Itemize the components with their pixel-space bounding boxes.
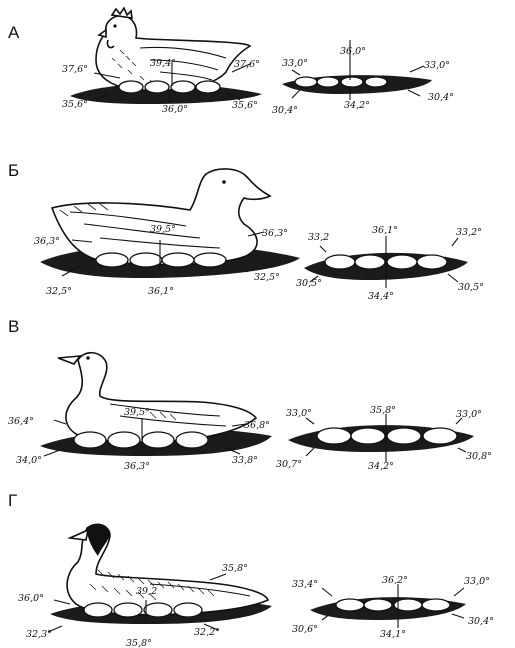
- temp-label: 30,8°: [466, 451, 492, 462]
- egg: [144, 603, 172, 617]
- temp-label: 32,3°: [26, 629, 52, 640]
- temp-label: 33,0°: [286, 408, 312, 419]
- temp-label: 36,1°: [372, 225, 398, 236]
- egg: [196, 81, 220, 93]
- temp-label: 33,2°: [456, 227, 482, 238]
- panel-letter-v: В: [8, 317, 19, 336]
- egg: [317, 428, 351, 444]
- egg: [364, 599, 392, 611]
- egg: [171, 81, 195, 93]
- temp-label: 35,8°: [126, 638, 152, 648]
- egg: [351, 428, 385, 444]
- temp-label: 30,4°: [272, 105, 298, 116]
- egg: [162, 253, 194, 267]
- temp-label: 34,1°: [380, 629, 406, 640]
- temp-label: 35,8°: [370, 405, 396, 416]
- temp-label: 36,4°: [8, 416, 34, 427]
- temp-label: 39,4°: [150, 58, 176, 69]
- egg: [174, 603, 202, 617]
- temp-label: 36,3°: [34, 236, 60, 247]
- panel-letter-g: Г: [8, 491, 17, 510]
- temp-label: 36,0°: [162, 104, 188, 115]
- temp-label: 33,0°: [282, 58, 308, 69]
- temp-label: 37,6°: [234, 59, 260, 70]
- temp-label: 30,5°: [458, 282, 484, 293]
- temp-label: 36,2°: [382, 575, 408, 586]
- temp-label: 32,5°: [254, 272, 280, 283]
- egg: [423, 428, 457, 444]
- panel-a: А 37,6° 39,4° 37,6° 35,6° 36,0° 35,6°: [8, 8, 454, 116]
- temp-label: 33,0°: [456, 409, 482, 420]
- egg: [108, 432, 140, 448]
- temp-label: 36,0°: [340, 46, 366, 57]
- egg: [130, 253, 162, 267]
- egg: [355, 255, 385, 269]
- temp-label: 36,0°: [18, 593, 44, 604]
- goose-illustration: [58, 353, 256, 442]
- egg: [341, 77, 363, 87]
- temp-label: 34,0°: [16, 455, 42, 466]
- panel-b: Б 36,3° 39,5° 36,3° 32,5° 36,1° 32,5°: [8, 161, 484, 302]
- panel-g: Г 36,0° 39,2 35,8° 32,3° 35,8° 32,2°: [8, 491, 494, 648]
- temp-label: 34,2°: [368, 461, 394, 472]
- egg: [417, 255, 447, 269]
- egg: [336, 599, 364, 611]
- panel-letter-b: Б: [8, 161, 19, 180]
- egg: [176, 432, 208, 448]
- temp-label: 30,4°: [468, 616, 494, 627]
- egg: [84, 603, 112, 617]
- egg: [295, 77, 317, 87]
- temp-label: 32,2°: [194, 627, 220, 638]
- temp-label: 36,1°: [148, 286, 174, 297]
- temp-label: 33,2: [308, 232, 329, 243]
- egg: [114, 603, 142, 617]
- egg: [96, 253, 128, 267]
- temp-label: 30,7°: [276, 459, 302, 470]
- panel-v: В 36,4° 39,5° 36,8° 34,0° 36,3° 33,8°: [8, 317, 492, 472]
- egg: [119, 81, 143, 93]
- temp-label: 35,6°: [62, 99, 88, 110]
- temp-label: 37,6°: [62, 64, 88, 75]
- temp-label: 36,3°: [262, 228, 288, 239]
- egg: [142, 432, 174, 448]
- temp-label: 33,0°: [464, 576, 490, 587]
- temp-label: 39,5°: [124, 407, 150, 418]
- egg: [387, 255, 417, 269]
- temp-label: 32,5°: [46, 286, 72, 297]
- temp-label: 30,5°: [296, 278, 322, 289]
- egg: [387, 428, 421, 444]
- egg: [145, 81, 169, 93]
- temp-label: 34,4°: [368, 291, 394, 302]
- temp-label: 39,5°: [150, 224, 176, 235]
- panel-letter-a: А: [8, 23, 20, 42]
- egg: [365, 77, 387, 87]
- egg: [74, 432, 106, 448]
- duck-illustration: [52, 169, 270, 265]
- temp-label: 36,3°: [124, 461, 150, 472]
- egg: [317, 77, 339, 87]
- temp-label: 30,6°: [292, 624, 318, 635]
- temp-label: 36,8°: [244, 420, 270, 431]
- temp-label: 33,4°: [292, 579, 318, 590]
- temp-label: 34,2°: [344, 100, 370, 111]
- egg: [422, 599, 450, 611]
- temp-label: 30,4°: [428, 92, 454, 103]
- temp-label: 35,6°: [232, 100, 258, 111]
- temp-label: 33,0°: [424, 60, 450, 71]
- temp-label: 33,8°: [232, 455, 258, 466]
- egg: [194, 253, 226, 267]
- egg: [325, 255, 355, 269]
- temp-label: 35,8°: [222, 563, 248, 574]
- temp-label: 39,2: [136, 586, 157, 597]
